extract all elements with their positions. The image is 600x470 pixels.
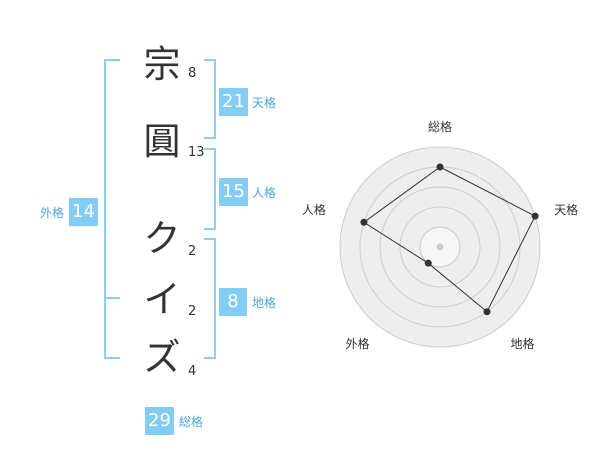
radar-data-polygon bbox=[363, 166, 536, 313]
stroke-count-3: 2 bbox=[188, 244, 197, 259]
radar-axis-label-4: 外格 bbox=[345, 336, 369, 351]
stroke-count-4: 2 bbox=[188, 304, 197, 319]
jinkaku-label: 人格 bbox=[252, 186, 277, 200]
gaikaku-bracket-tick bbox=[104, 297, 120, 299]
name-character-3: ク bbox=[143, 217, 181, 260]
stroke-count-1: 8 bbox=[188, 66, 197, 81]
jinkaku-badge: 15 bbox=[219, 178, 248, 206]
radar-axis-label-1: 総格 bbox=[428, 119, 452, 134]
tenkaku-bracket bbox=[204, 59, 216, 139]
radar-ring-2 bbox=[399, 206, 481, 288]
radar-point-2 bbox=[531, 212, 539, 220]
radar-center-dot bbox=[436, 243, 444, 251]
radar-point-4 bbox=[424, 259, 432, 267]
radar-ring-5 bbox=[339, 146, 541, 348]
name-character-1: 宗 bbox=[143, 43, 181, 86]
name-character-2: 圓 bbox=[143, 120, 181, 163]
tenkaku-label: 天格 bbox=[252, 96, 277, 110]
soukaku-badge: 29 bbox=[145, 407, 174, 435]
name-character-4: イ bbox=[143, 278, 181, 321]
radar-axis-label-5: 人格 bbox=[302, 202, 326, 217]
tenkaku-badge: 21 bbox=[219, 88, 248, 116]
name-character-5: ズ bbox=[143, 336, 181, 379]
radar-point-5 bbox=[360, 218, 368, 226]
gaikaku-bracket bbox=[104, 59, 120, 359]
radar-axis-label-3: 地格 bbox=[511, 336, 535, 351]
chikaku-label: 地格 bbox=[252, 296, 277, 310]
gaikaku-badge: 14 bbox=[69, 198, 98, 226]
gaikaku-label: 外格 bbox=[40, 206, 65, 220]
stroke-count-5: 4 bbox=[188, 364, 197, 379]
stroke-count-2: 13 bbox=[188, 145, 205, 160]
radar-point-3 bbox=[483, 308, 491, 316]
chikaku-bracket bbox=[204, 238, 216, 359]
radar-point-1 bbox=[436, 163, 444, 171]
jinkaku-bracket bbox=[204, 148, 216, 230]
chikaku-badge: 8 bbox=[219, 288, 247, 316]
radar-axis-label-2: 天格 bbox=[554, 202, 578, 217]
radar-ring-1 bbox=[419, 226, 461, 268]
soukaku-label: 総格 bbox=[179, 415, 204, 429]
radar-ring-3 bbox=[379, 186, 501, 308]
